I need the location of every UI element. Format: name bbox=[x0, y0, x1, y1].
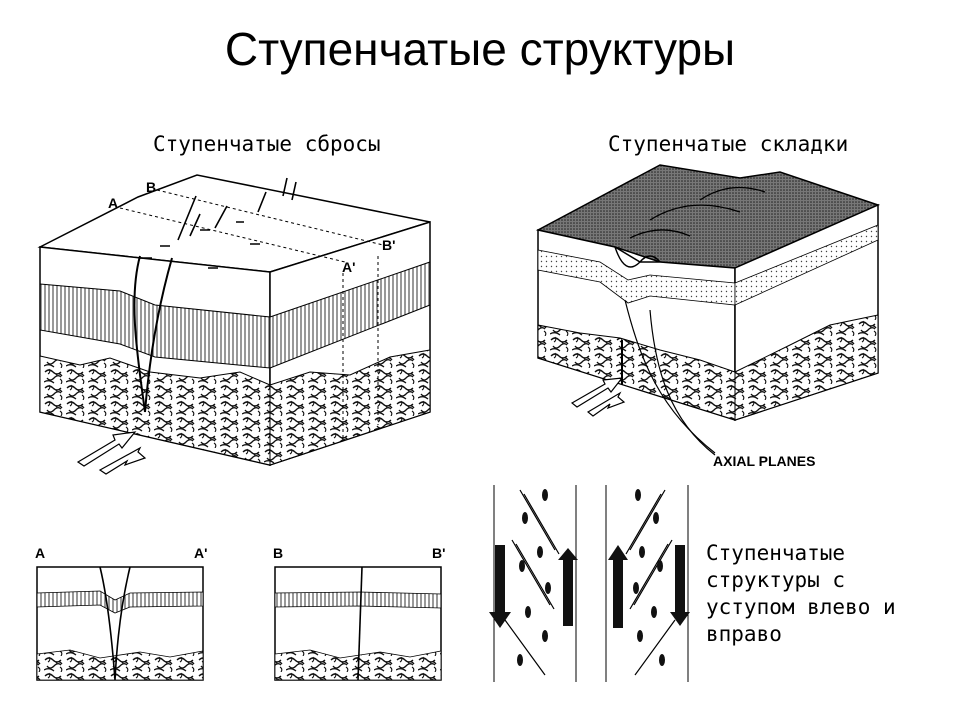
faults-basement-side bbox=[269, 349, 431, 466]
label-b-prime: B' bbox=[382, 237, 395, 253]
fold-axis-arrows bbox=[629, 186, 766, 239]
faults-block-diagram bbox=[37, 174, 431, 475]
caption-line-2: структуры с bbox=[706, 568, 846, 592]
folds-basement-front bbox=[537, 324, 736, 421]
left-stepping-map bbox=[489, 485, 578, 682]
fault-ticks bbox=[140, 177, 297, 269]
map-arrow-up-2 bbox=[613, 560, 623, 628]
cross-section-b: B B' bbox=[273, 545, 445, 681]
faults-panel-title: Ступенчатые сбросы bbox=[153, 132, 381, 156]
faults-striped-layer-side bbox=[269, 261, 431, 369]
axial-plane-leader-2 bbox=[649, 309, 716, 456]
fault-trace-2 bbox=[144, 257, 173, 413]
right-stepping-map bbox=[605, 485, 690, 682]
folds-panel-title: Ступенчатые складки bbox=[608, 132, 849, 156]
caption-line-4: вправо bbox=[706, 622, 782, 646]
label-b: B bbox=[146, 179, 156, 195]
map-arrow-down bbox=[489, 545, 511, 628]
cross-section-a: A A' bbox=[35, 545, 207, 681]
fold-hinge-curve bbox=[614, 246, 661, 268]
folds-basement-side bbox=[734, 314, 879, 421]
folds-block-diagram: AXIAL PLANES bbox=[535, 164, 881, 469]
section-a-left-label: A bbox=[35, 545, 45, 561]
axial-planes-label: AXIAL PLANES bbox=[713, 453, 815, 469]
section-b-left-label: B bbox=[273, 545, 283, 561]
map-arrow-down-2 bbox=[670, 545, 690, 626]
folds-dotted-layer-side bbox=[734, 224, 879, 306]
label-a-prime: A' bbox=[342, 259, 355, 275]
map-arrow-up bbox=[563, 560, 573, 626]
fault-trace-1 bbox=[133, 255, 146, 413]
caption-line-3: уступом влево и bbox=[706, 595, 896, 619]
section-b-right-label: B' bbox=[432, 545, 445, 561]
faults-basement-front bbox=[39, 355, 271, 466]
axial-plane-leader-1 bbox=[624, 299, 716, 454]
fold-displacement-arrows bbox=[570, 377, 626, 417]
label-a: A bbox=[108, 195, 118, 211]
section-a-right-label: A' bbox=[194, 545, 207, 561]
stepping-caption: Ступенчатые структуры с уступом влево и … bbox=[706, 540, 946, 648]
displacement-arrows bbox=[76, 431, 147, 475]
caption-line-1: Ступенчатые bbox=[706, 541, 846, 565]
section-line-a bbox=[119, 207, 346, 263]
slide-title: Ступенчатые структуры bbox=[224, 23, 736, 75]
